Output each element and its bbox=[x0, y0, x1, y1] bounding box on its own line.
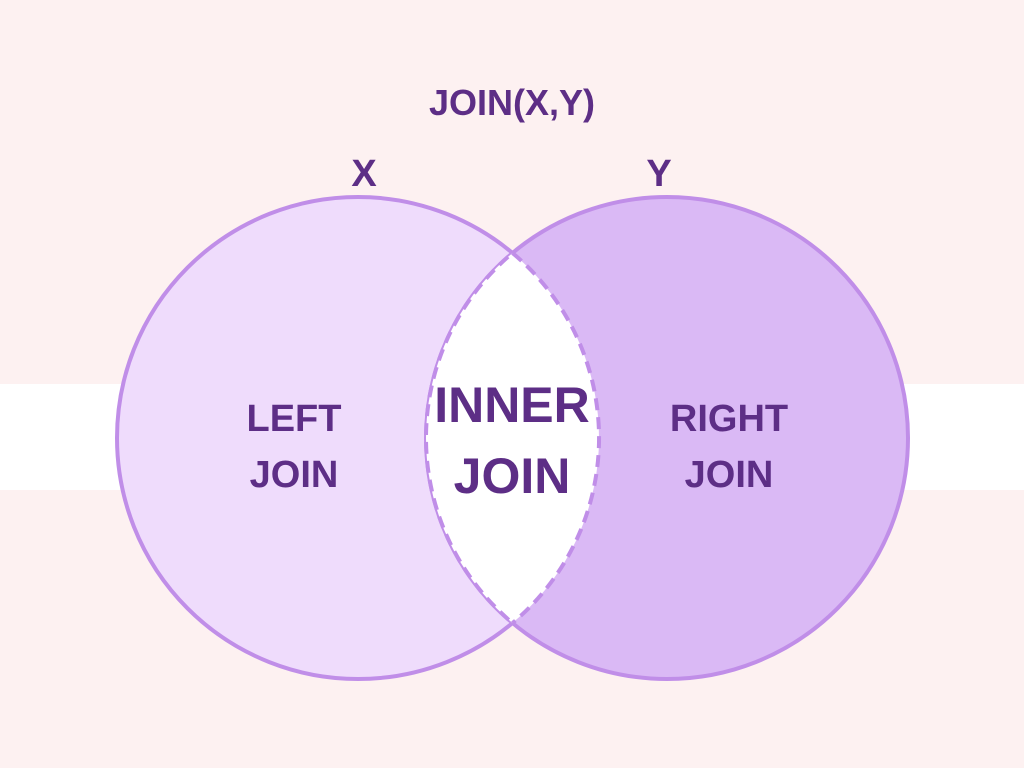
intersection-fill bbox=[426, 197, 599, 679]
right-join-line-1: RIGHT bbox=[670, 398, 788, 440]
left-join-line-2: JOIN bbox=[250, 454, 339, 496]
inner-join-line-2: JOIN bbox=[454, 448, 571, 504]
intersection-outline-right bbox=[511, 251, 601, 625]
set-x-label: X bbox=[351, 153, 377, 195]
set-y-label: Y bbox=[646, 153, 671, 195]
diagram-title: JOIN(X,Y) bbox=[429, 82, 595, 123]
left-join-line-1: LEFT bbox=[247, 398, 342, 440]
inner-join-line-1: INNER bbox=[434, 377, 590, 433]
right-join-line-2: JOIN bbox=[685, 454, 774, 496]
